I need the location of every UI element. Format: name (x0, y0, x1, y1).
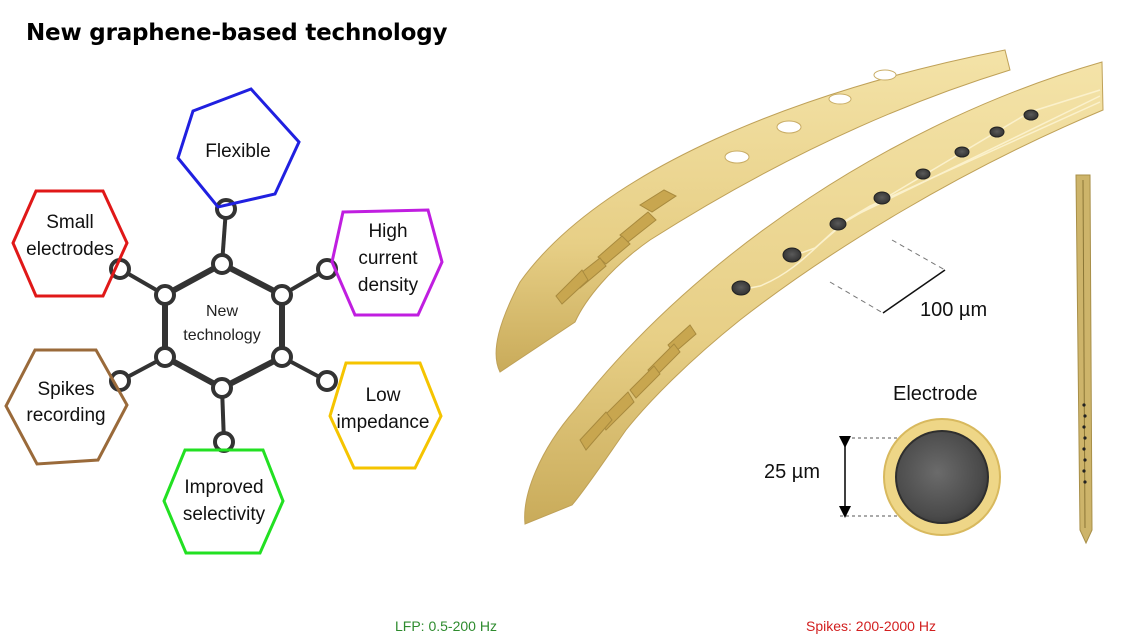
electrode-label: Electrode (893, 383, 978, 405)
feature-low-line2: impedance (337, 412, 430, 433)
center-label-line1: New (206, 303, 238, 320)
diameter-label: 25 µm (764, 461, 820, 483)
page-title: New graphene-based technology (26, 20, 448, 46)
feature-small-line1: Small (46, 212, 94, 233)
feature-low-line1: Low (366, 385, 401, 406)
feature-hcd-line1: High (368, 221, 407, 242)
feature-spikes-line1: Spikes (37, 379, 94, 400)
front-shank-slits (579, 324, 697, 451)
feature-improved-selectivity: Improved selectivity (162, 448, 285, 555)
back-shank-holes (724, 69, 897, 164)
feature-flexible-label: Flexible (205, 141, 270, 162)
probe-side-view (1075, 174, 1093, 545)
feature-spikes-line2: recording (26, 405, 105, 426)
feature-small-electrodes: Small electrodes (11, 189, 129, 298)
feature-low-impedance: Low impedance (328, 361, 443, 470)
center-label-line2: technology (183, 327, 260, 344)
electrode-closeup: Electrode 25 µm (764, 383, 1001, 536)
feature-spikes-recording: Spikes recording (4, 348, 129, 466)
spacing-dimension: 100 µm (829, 239, 987, 321)
probe-shank-front (524, 61, 1104, 525)
feature-sel-line1: Improved (184, 477, 263, 498)
feature-sel-line2: selectivity (183, 504, 266, 525)
electrode-pads (731, 109, 1039, 296)
feature-small-line2: electrodes (26, 239, 114, 260)
central-ring (162, 261, 285, 391)
molecule-diagram: New technology Flexible High current den… (4, 87, 444, 555)
back-shank-slits (555, 189, 677, 305)
feature-high-current-density: High current density (330, 208, 444, 317)
footer-lfp: LFP: 0.5-200 Hz (395, 618, 497, 634)
feature-hcd-line3: density (358, 275, 419, 296)
feature-hcd-line2: current (358, 248, 418, 269)
probe-illustration: 100 µm Electrode 25 µm (495, 49, 1104, 545)
footer-spikes: Spikes: 200-2000 Hz (806, 618, 936, 634)
spacing-label: 100 µm (920, 299, 987, 321)
feature-flexible: Flexible (176, 87, 301, 209)
probe-shank-back (495, 49, 1011, 373)
